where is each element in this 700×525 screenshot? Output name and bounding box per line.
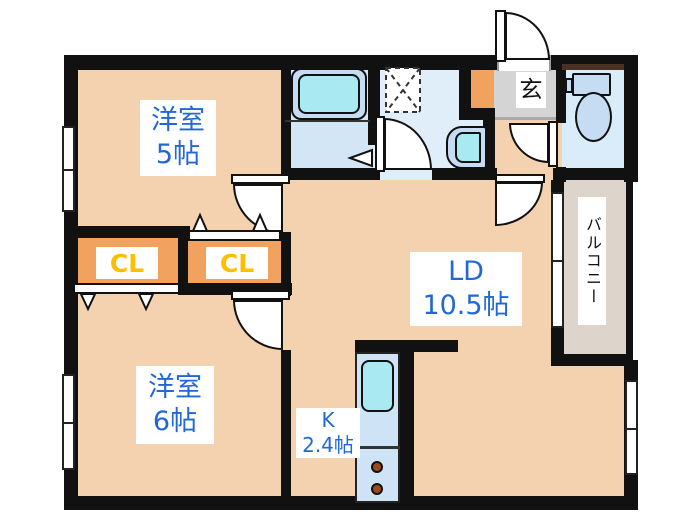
entrance-text: 玄 <box>519 76 543 103</box>
window-tick <box>625 427 638 430</box>
window-tick <box>62 169 75 171</box>
wall-center-vertical-2 <box>281 232 291 296</box>
wall-right-upper <box>624 55 638 182</box>
window-tick <box>62 422 75 424</box>
wall-bathrow-bottom-b <box>432 168 497 180</box>
bathtub <box>298 74 360 114</box>
window-room5-left <box>62 126 75 212</box>
window-balcony-sliding <box>551 192 564 328</box>
balcony-text: バルコニー <box>583 216 602 306</box>
wall-bottom <box>64 496 638 510</box>
bath-door-arrow-icon <box>347 148 373 168</box>
fold-triangle-down-icon <box>137 293 155 312</box>
closet-left-folding-door <box>73 283 180 294</box>
window-tick <box>551 260 564 262</box>
washing-machine-space-icon <box>385 67 421 113</box>
toilet-handle <box>565 78 573 93</box>
wall-center-vertical-1 <box>281 57 291 178</box>
ld-label: LD 10.5帖 <box>410 252 522 326</box>
room6-name: 洋室 <box>148 372 202 404</box>
fold-triangle-up-icon <box>251 212 269 232</box>
bath-divider <box>285 120 370 122</box>
wall-closet-middle <box>178 226 188 295</box>
kitchen-name: K <box>321 408 335 432</box>
ld-name: LD <box>448 256 484 288</box>
closet-right-text: CL <box>219 248 255 278</box>
toilet-door-leaf <box>548 121 558 167</box>
fold-triangle-down-icon <box>79 293 97 312</box>
washroom-door-leaf <box>375 116 385 172</box>
kitchen-size: 2.4帖 <box>302 433 354 457</box>
room6-label: 洋室 6帖 <box>136 366 214 444</box>
ld-door-leaf <box>495 174 545 183</box>
wall-balcony-left-a <box>551 180 564 192</box>
wall-bathrow-bottom-c <box>553 168 638 180</box>
wall-kitchen-vertical <box>400 352 414 505</box>
window-ld-right <box>625 380 638 475</box>
room6-door-leaf <box>231 290 290 300</box>
wall-washroom-entrance <box>459 62 471 120</box>
wall-center-vertical-3 <box>281 350 291 505</box>
room5-size: 5帖 <box>155 139 201 170</box>
entrance-label: 玄 <box>516 72 546 108</box>
room5-door-leaf <box>231 174 290 184</box>
closet-right-folding-door <box>188 230 281 241</box>
room5-label: 洋室 5帖 <box>140 100 216 176</box>
kitchen-sink <box>361 360 394 412</box>
room6-size: 6帖 <box>152 406 198 437</box>
wash-basin-bowl <box>455 132 481 163</box>
toilet-shelf <box>562 64 624 70</box>
closet-left-label: CL <box>96 247 158 279</box>
wall-kitchen-horizontal <box>355 340 458 352</box>
stove-burner <box>371 483 383 495</box>
wall-washroom-entrance-h <box>459 108 495 120</box>
kitchen-label: K 2.4帖 <box>296 408 360 458</box>
balcony-label: バルコニー <box>578 197 606 325</box>
closet-left-text: CL <box>109 248 145 278</box>
wall-bathrow-bottom-a <box>281 168 380 180</box>
closet-right-label: CL <box>206 247 268 279</box>
wall-toilet-left-a <box>556 57 566 123</box>
ld-size: 10.5帖 <box>422 290 510 321</box>
kitchen-counter-divider <box>355 446 400 449</box>
room5-name: 洋室 <box>151 105 205 137</box>
wall-closet-top <box>64 226 190 238</box>
toilet-bowl <box>575 92 612 142</box>
stove-burner <box>371 461 383 473</box>
wall-balcony-bottom <box>551 354 633 366</box>
fold-triangle-up-icon <box>191 212 209 232</box>
window-room6-left <box>62 374 75 470</box>
wall-balcony-right <box>626 172 633 362</box>
entry-door-swing <box>505 12 550 60</box>
wall-balcony-left-b <box>551 328 564 358</box>
